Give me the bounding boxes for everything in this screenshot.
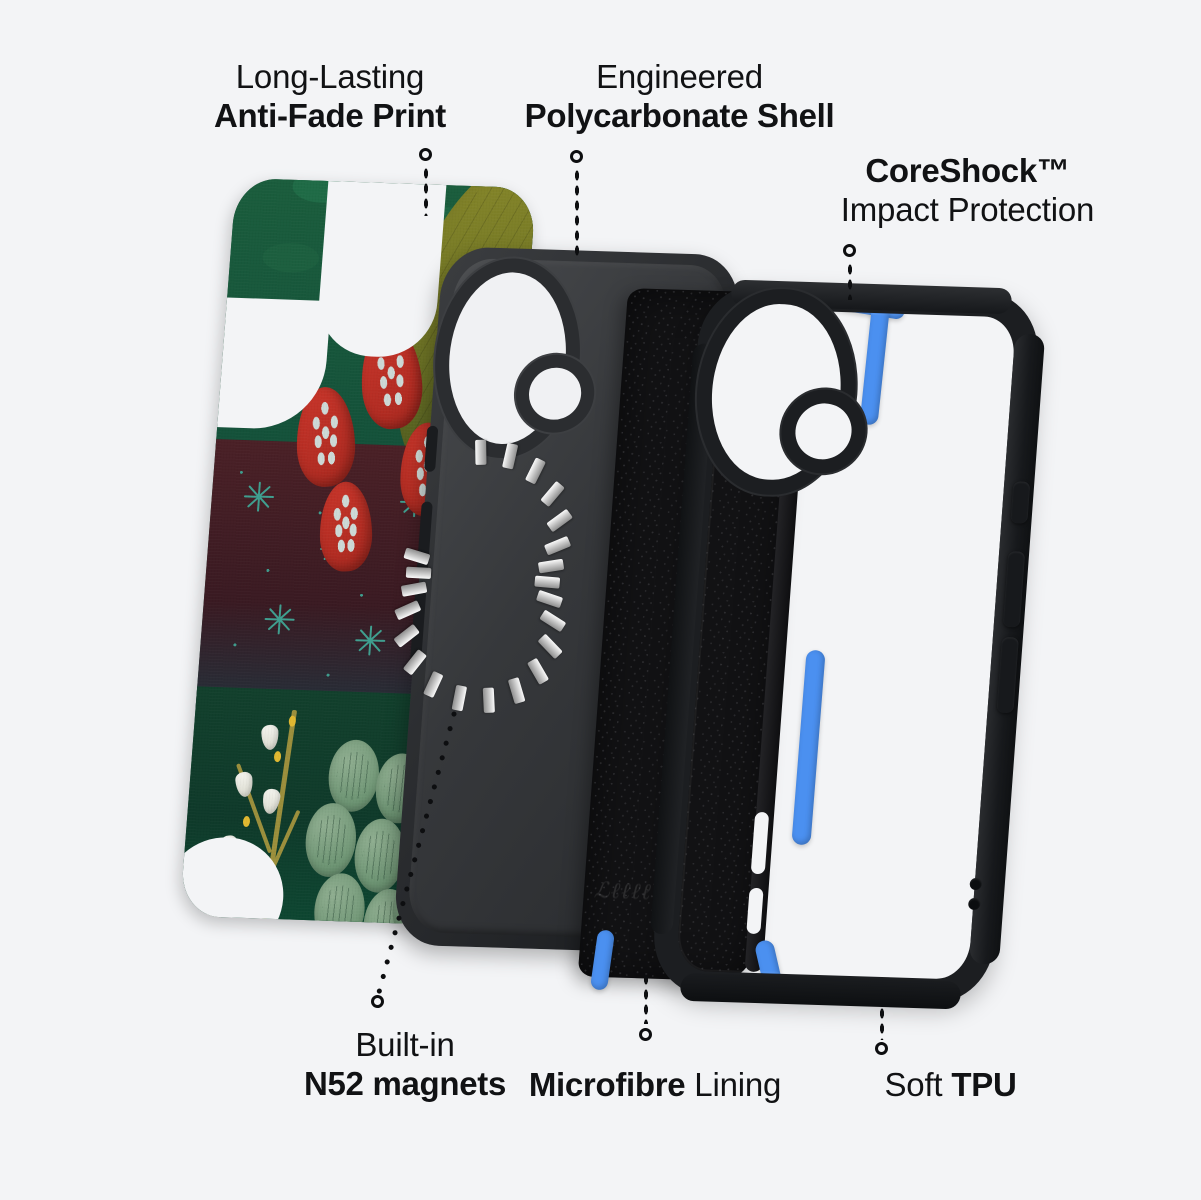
magnet-segment (507, 676, 526, 704)
connector-dots (419, 166, 432, 216)
callout-label-tpu: Soft TPU (828, 1066, 1073, 1105)
speaker-grille (964, 877, 990, 927)
magnet-segment (534, 575, 561, 589)
callout-line-1: Engineered (596, 58, 763, 95)
callout-label-shell: Engineered Polycarbonate Shell (487, 58, 872, 136)
callout-line-1: CoreShock™ (865, 152, 1070, 189)
callout-label-microfibre: Microfibre Lining (480, 1066, 830, 1105)
callout-line-1: Soft (884, 1066, 952, 1103)
connector-dots (875, 1006, 888, 1040)
callout-line-2: Polycarbonate Shell (524, 96, 835, 134)
connector-dots (639, 972, 652, 1024)
connector-ring (843, 244, 856, 257)
magnet-segment (405, 566, 432, 579)
action-button-cutout (1010, 481, 1031, 524)
callout-line-1: Built-in (355, 1026, 455, 1063)
callout-label-print: Long-Lasting Anti-Fade Print (150, 58, 510, 136)
magnet-segment (423, 670, 444, 698)
connector-ring (875, 1042, 888, 1055)
callout-line-2: Lining (685, 1066, 782, 1103)
connector-dots-diagonal (375, 711, 457, 999)
callout-line-2: Anti-Fade Print (214, 96, 446, 134)
connector-ring (639, 1028, 652, 1041)
connector-dots (843, 262, 856, 300)
callout-line-2: Impact Protection (840, 190, 1095, 228)
connector-ring (570, 150, 583, 163)
layer-tpu-bumper (649, 279, 1046, 1010)
connector-ring (371, 995, 384, 1008)
connector-ring (419, 148, 432, 161)
connector-dots (570, 168, 583, 258)
callout-line-2: N52 magnets (303, 1064, 507, 1102)
magnet-segment (524, 456, 546, 485)
callout-line-1: Microfibre (528, 1066, 686, 1103)
layer-magnet-ring (393, 439, 573, 713)
magnet-segment (482, 687, 495, 713)
callout-line-1: Long-Lasting (235, 58, 425, 95)
magnet-segment (475, 439, 487, 465)
callout-label-coreshock: CoreShock™ Impact Protection (795, 152, 1140, 230)
callout-line-2: TPU (951, 1066, 1017, 1103)
callout-label-magnets: Built-in N52 magnets (245, 1026, 565, 1104)
